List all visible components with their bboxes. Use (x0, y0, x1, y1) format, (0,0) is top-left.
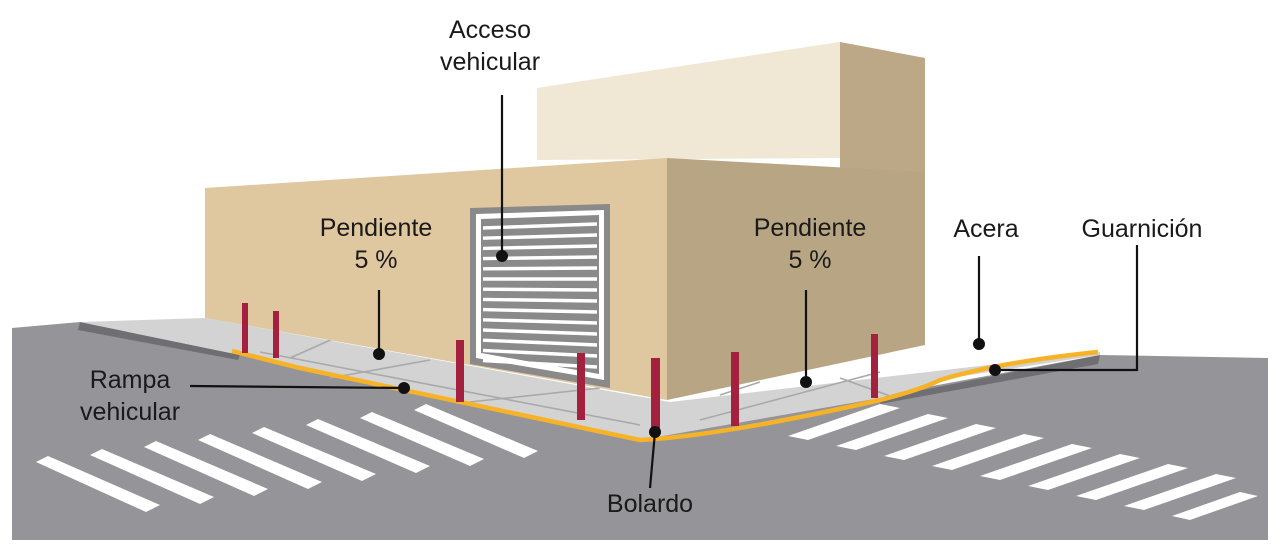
label-pendiente-right: Pendiente 5 % (754, 212, 867, 276)
label-acceso-vehicular: Acceso vehicular (440, 14, 540, 78)
label-rampa-vehicular: Rampa vehicular (80, 364, 180, 428)
bollard (577, 353, 585, 420)
bollards (242, 303, 878, 429)
door-slat (482, 318, 598, 325)
door-slat (482, 338, 598, 347)
sidewalk-joints (259, 337, 891, 426)
label-acera: Acera (953, 215, 1019, 243)
label-acceso-line1: Acceso (449, 16, 531, 44)
upper-building-top (537, 42, 925, 90)
label-rampa-line1: Rampa (89, 366, 171, 394)
door-slat (482, 287, 598, 292)
door-slat (482, 244, 598, 251)
bollard (456, 340, 464, 402)
garage-door (470, 204, 610, 388)
label-guarnicion: Guarnición (1081, 215, 1203, 243)
sidewalk (80, 318, 1100, 440)
door-slat (482, 328, 598, 336)
crosswalk-left (36, 404, 538, 512)
building-side-wall (667, 158, 925, 400)
crosswalk-right (788, 404, 1258, 520)
curb-line (231, 348, 1099, 443)
bollard (651, 358, 660, 429)
door-slat (482, 297, 598, 303)
label-pendiente-right-line2: 5 % (788, 246, 832, 274)
door-slat (482, 307, 598, 314)
label-pendiente-right-line1: Pendiente (753, 214, 867, 242)
bollard (731, 352, 739, 426)
road (12, 322, 1268, 540)
door-slat (482, 266, 598, 271)
bollard (871, 334, 878, 398)
bollard (273, 311, 279, 358)
curb-right-face (880, 355, 1100, 404)
label-pendiente-left-line2: 5 % (354, 246, 398, 274)
leader-dots (373, 250, 1001, 438)
label-rampa-line2: vehicular (79, 398, 181, 426)
label-pendiente-left-line1: Pendiente (319, 214, 433, 242)
curb-left-face (78, 322, 240, 360)
label-bolardo: Bolardo (606, 490, 694, 518)
bollard (242, 303, 248, 353)
leader-lines (189, 95, 1139, 489)
label-pendiente-left: Pendiente 5 % (320, 212, 433, 276)
label-acceso-line2: vehicular (439, 48, 541, 76)
